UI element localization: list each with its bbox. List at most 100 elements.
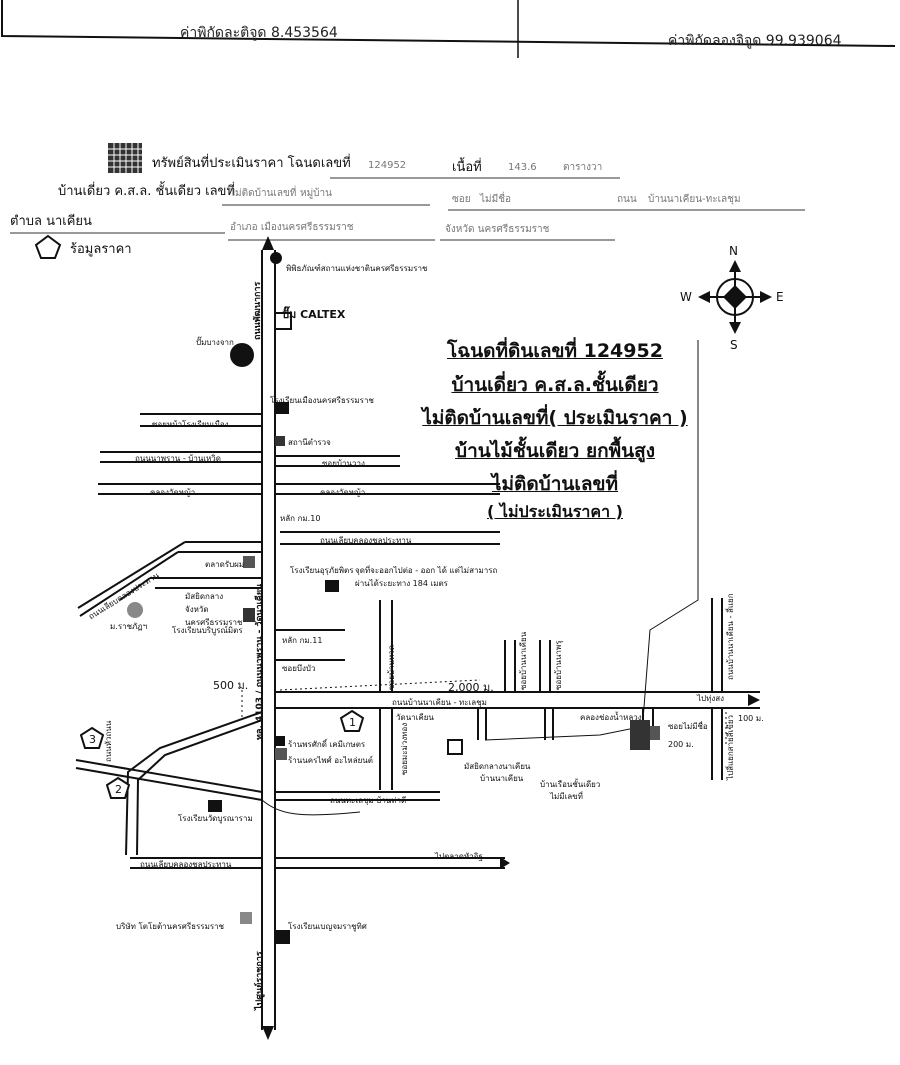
label-school-bunyamit: โรงเรียนบริบูรณ์มิตร [172,626,243,635]
label-km11: หลัก กม.11 [282,636,323,645]
label-school-nonglan: โรงเรียนเบญจมราชูทิศ [288,922,367,931]
label-police: สถานีตำรวจ [288,438,331,447]
compass-east: E [776,290,784,304]
university-icon [127,602,143,618]
label-dist-200: 200 ม. [668,740,694,749]
market-icon [243,556,255,568]
label-school-urupha: โรงเรียนอุรุภัยพิตร [290,566,354,575]
company-icon [240,912,252,924]
soi-label: ซอย [452,194,471,205]
province-label: จังหวัด นครศรีธรรมราช [445,224,550,235]
label-to-thasala: ไปทุ่งสง [697,694,725,703]
label-sign-right: ไปสี่แยกสายสีเขียว [726,715,735,780]
title-line-2: บ้านเดี่ยว ค.ส.ล.ชั้นเดียว [451,374,659,396]
shop-2-icon [275,748,287,760]
price-legend-label: ร้อมูลราคา [70,242,132,257]
pointer-line [642,340,699,721]
marker-3-icon [79,726,105,749]
label-university: ม.ราชภัฏฯ [110,622,148,631]
police-icon [275,436,285,446]
title-line-3: ไม่ติดบ้านเลขที่( ประเมินราคา ) [422,407,688,429]
label-shop-1: ร้านพรศักดิ์ เคมีเกษตร [288,740,366,749]
label-mosque-2: มัสยิดกลางนาเคียน [464,762,531,771]
label-temple: วัดนาเคียน [396,713,434,722]
label-rd-khlong: ถนนเลียบคลองชลประทาน [320,536,412,545]
label-dist-100: 100 ม. [738,714,764,723]
title-line-4: บ้านไม้ชั้นเดียว ยกพื้นสูง [455,440,655,462]
label-caltex: ปั๊ม CALTEX [282,308,346,321]
label-rd-bottom: ไปศูนย์ราชการ [255,951,265,1010]
label-rd-main: ถนนบ้านนาเคียน - ทะเลชุม [392,698,487,707]
form-underlines [10,177,805,241]
label-rd-bangkok: ถนนหัวถนน [104,720,113,762]
deed-number: 124952 [368,160,407,171]
lower-left-roads [75,711,263,856]
label-rd-kasikorn: ถนนเลียบคลองชลประทาน [140,860,232,869]
label-shop-2: ร้านนครไพศ์ อะไหล่ยนต์ [288,756,373,765]
latitude-label: ค่าพิกัดละติจูด 8.453564 [180,25,338,41]
road-label: ถนน [617,194,637,205]
soi-value: ไม่มีชื่อ [480,194,512,205]
subject-property-icon [630,720,660,750]
compass-west: W [680,290,692,304]
coordinates-frame [1,0,896,58]
label-khlong-left: คลองวัดหญ้า [150,488,196,497]
tambon-label: ตำบล นาเคียน [10,214,92,229]
label-ban-ohm: บ้านเรือนชั้นเดียว [540,780,601,789]
label-mosque: มัสยิดกลางจังหวัดนครศรีธรรมราช [185,592,243,627]
price-pentagon-icon [34,234,62,259]
label-rd-vert1: ซอยบ้านทวด [387,645,396,690]
main-road-4103 [261,236,276,1040]
road-arrow-east-2 [500,857,510,869]
bangchak-icon [230,343,254,367]
label-to-chalerm: ไปตลาดหัวอิฐ [435,852,483,861]
label-rd-vert5: ถนนบ้านนาเคียน - สี่แยก [726,593,735,680]
label-soi-school: ซอยหน้าโรงเรียนเมือง [152,420,229,429]
horizontal-roads [77,413,760,869]
museum-icon [270,252,282,264]
label-ban-ohm-2: ไม่มีเลขที่ [550,792,583,801]
marker-1-label: 1 [349,716,356,729]
area-label: เนื้อที่ [452,160,482,175]
label-museum: พิพิธภัณฑ์สถานแห่งชาตินครศรีธรรมราช [286,264,428,273]
label-school-thalesub: โรงเรียนวัดบูรณาราม [178,814,253,823]
connector-road [484,724,651,741]
marker-1-icon [339,709,365,732]
title-line-5: ไม่ติดบ้านเลขที่ [491,473,619,495]
label-khlong-right: คลองวัดหญ้า [320,488,366,497]
school-thalesub-icon [208,800,222,812]
label-rd-thaleschum: ถนนทะเลชุม บ้านท่าดี [330,796,407,805]
label-soi-mai-mi: ซอยไม่มีชื่อ [668,722,708,731]
label-soi-bueng: ซอยบึงบัว [282,664,316,673]
school-muang-icon [275,402,289,414]
amphoe-label: อำเภอ เมืองนครศรีธรรมราช [230,222,354,233]
label-dist-2000: 2,000 ม. [448,681,494,694]
house-label: บ้านเดี่ยว ค.ส.ล. ชั้นเดียว เลขที่ [58,184,236,199]
house-number: ไม่ติดบ้านเลขที่ [230,188,297,199]
label-rd-phraharn: ถนนนาพราน - บ้านเหวิด [135,454,221,463]
school-urupha-icon [325,580,339,592]
area-value: 143.6 [508,162,537,173]
road-arrow-east [748,694,760,706]
label-ban-nakhian: บ้านนาเคียน [480,774,524,783]
label-rd-4103: ทล. 4103 / ถนนนาพราน - วัดนาเคียน [255,583,265,740]
label-rd-vert4: ซอยบ้านนาพรุ [554,640,563,691]
distance-dotted [241,679,727,745]
label-km10: หลัก กม.10 [280,514,321,523]
label-dist-500: 500 ม. [213,679,249,692]
shop-icon [275,736,285,746]
compass-arrows [698,260,772,334]
caltex-icon [274,312,292,330]
compass-south: S [730,338,738,352]
vertical-side-roads [379,598,723,790]
longitude-label: ค่าพิกัดลองจิจูด 99.939064 [668,33,842,49]
label-market: ตลาดรับผม [205,560,245,569]
coordinates-box: ค่าพิกัดละติจูด 8.453564 ค่าพิกัดลองจิจู… [0,0,900,60]
mosque-icon [243,608,255,622]
asset-label: ทรัพย์สินที่ประเมินราคา โฉนดเลขที่ [152,156,351,171]
label-soi-banwang: ซอยบ้านวาง [322,459,365,468]
label-bangchak: ปั๊มบางจาก [196,338,234,347]
label-company: บริษัท โตโยต้านครศรีธรรมราช [116,922,225,931]
curve-road [261,799,361,816]
